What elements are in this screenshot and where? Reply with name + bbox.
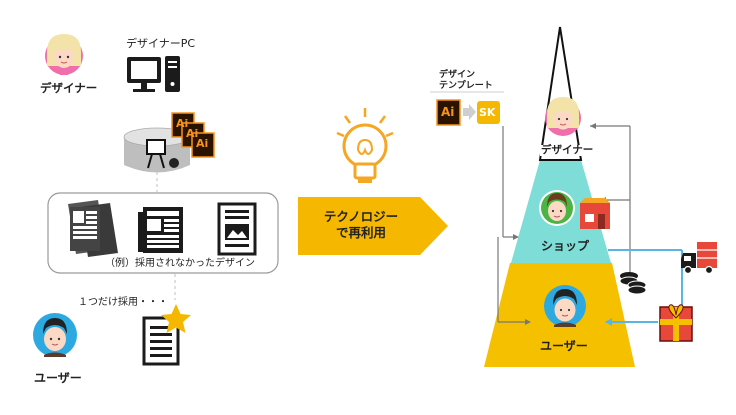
star-icon: [161, 304, 191, 333]
ai-icon-label-3: Ai: [196, 137, 209, 150]
pyramid-designer-label: デザイナー: [540, 144, 595, 156]
adopt-one-caption: １つだけ採用・・・: [78, 297, 168, 308]
pyramid-shop-label: ショップ: [541, 239, 590, 253]
unused-designs-caption: （例）採用されなかったデザイン: [103, 258, 257, 269]
template-title-line1: デザイン: [439, 70, 476, 80]
pyramid-designer-avatar: [545, 97, 581, 136]
coins-icon: [619, 272, 647, 295]
image-document-icon: [217, 202, 257, 256]
ai-file-icons: [171, 112, 215, 158]
template-sk-text: SK: [479, 106, 496, 119]
reuse-arrow-line1: テクノロジー: [323, 209, 399, 224]
template-title-line2: テンプレート: [439, 81, 493, 91]
reuse-arrow-text: テクノロジー で再利用: [298, 209, 424, 241]
template-ai-icon: [436, 99, 461, 126]
pyramid-user-avatar: [544, 285, 586, 327]
arrow-right-icon: [463, 104, 476, 120]
reuse-arrow-line2: で再利用: [335, 225, 386, 240]
shop-avatar: [539, 190, 575, 226]
light-bulb-icon: [336, 108, 394, 183]
pyramid-user-label: ユーザー: [540, 339, 588, 353]
delivery-truck-icon: [681, 242, 717, 275]
user-avatar-left: [33, 313, 77, 357]
gift-box-icon: [659, 304, 693, 342]
user-label-left: ユーザー: [34, 371, 82, 385]
designer-pc-label: デザイナーPC: [126, 37, 196, 50]
document-layout-icon: [68, 200, 118, 257]
ai-icon-label-2: Ai: [186, 127, 199, 140]
newspaper-icon: [138, 207, 183, 253]
desktop-computer-icon: [127, 56, 180, 92]
pyramid-top-layer: [538, 26, 583, 161]
designer-label: デザイナー: [40, 81, 98, 95]
template-sk-icon: [477, 101, 500, 124]
shop-icon: [580, 198, 610, 229]
ai-icon-label-1: Ai: [176, 117, 189, 130]
reuse-arrow: [298, 197, 448, 255]
template-ai-text: Ai: [441, 105, 455, 119]
designer-avatar: [45, 34, 83, 75]
template-title: デザイン テンプレート: [439, 70, 493, 92]
storage-icon: [123, 127, 191, 173]
